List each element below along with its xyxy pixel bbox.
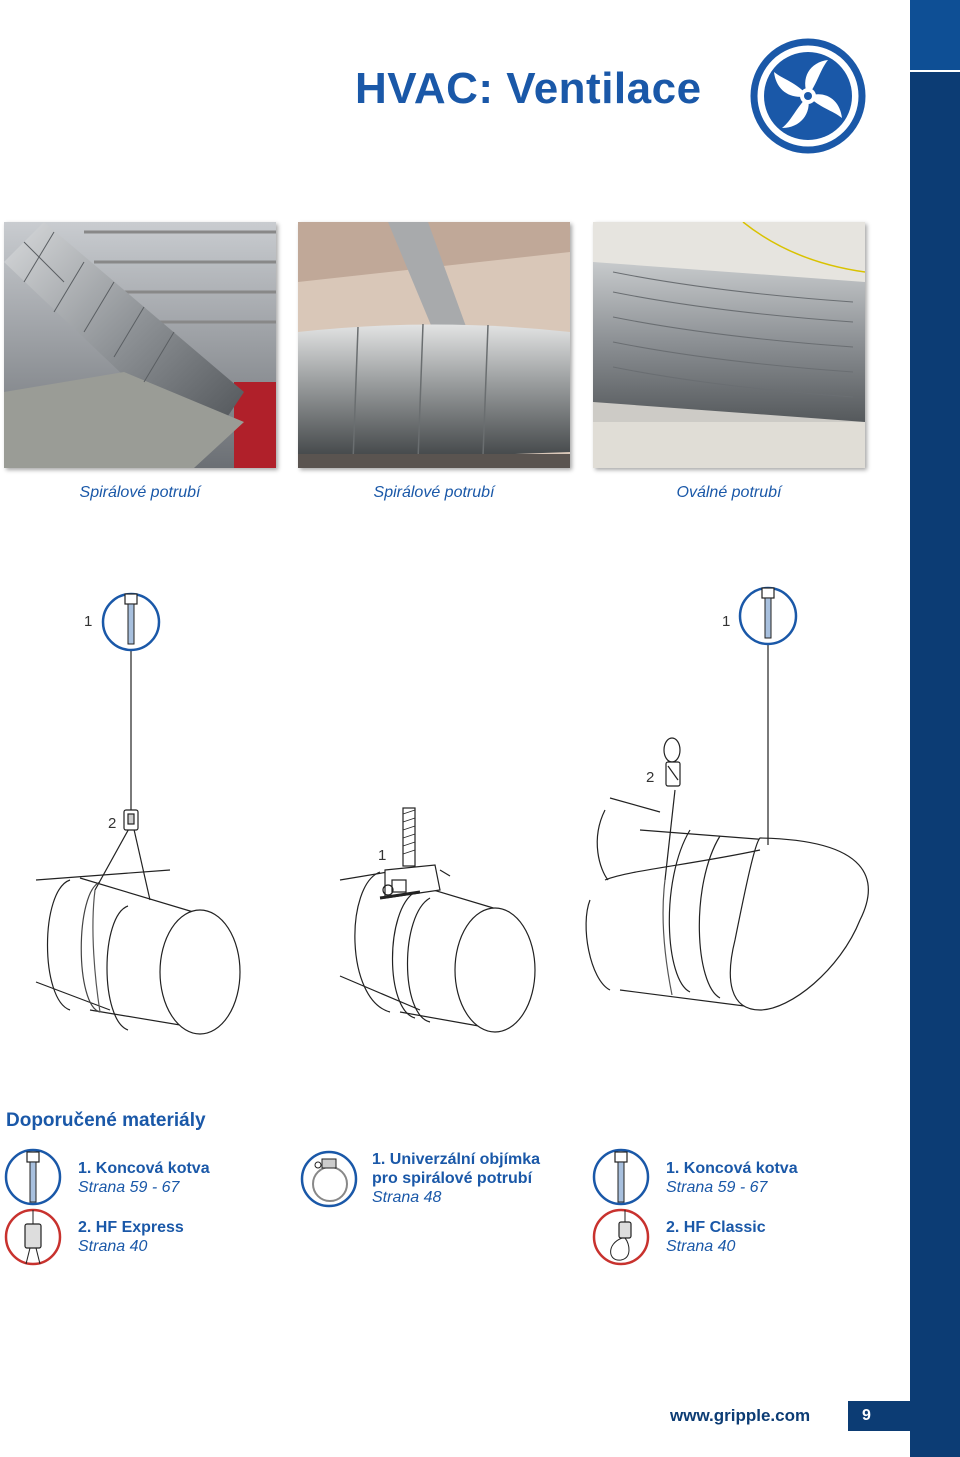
material-item: 2. HF Express Strana 40 [78,1218,184,1256]
end-anchor-icon [592,1148,650,1206]
photo-caption: Spirálové potrubí [79,484,201,501]
hf-express-icon [4,1208,62,1266]
material-title: 1. Univerzální objímka [372,1151,541,1168]
installation-diagrams: 1 2 1 1 2 [35,586,869,1035]
round-duct-center-diagram [339,807,536,1033]
photo-caption: Spirálové potrubí [373,484,495,501]
photo-spiral-duct-2 [298,222,570,468]
materials-heading: Doporučené materiály [6,1110,206,1131]
material-page: Strana 59 - 67 [666,1179,768,1196]
material-page: Strana 40 [78,1238,148,1255]
hf-classic-icon [592,1208,650,1266]
material-title: 2. HF Classic [666,1219,766,1236]
material-page: Strana 40 [666,1238,736,1255]
diagram-label: 1 [84,613,92,630]
photo-oval-duct [593,222,865,468]
round-duct-left-diagram [35,640,241,1035]
clamp-icon [300,1150,358,1208]
end-anchor-icon [101,592,161,652]
hf-classic-fitting [663,737,681,787]
material-title: 1. Koncová kotva [666,1160,798,1177]
photo-caption: Oválné potrubí [676,484,782,501]
material-title: 2. HF Express [78,1219,184,1236]
material-item: 1. Koncová kotva Strana 59 - 67 [666,1159,798,1197]
material-item: 2. HF Classic Strana 40 [666,1218,766,1256]
material-item: 1. Univerzální objímka pro spirálové pot… [372,1150,540,1207]
material-title: 1. Koncová kotva [78,1160,210,1177]
page-title: HVAC: Ventilace [355,64,702,113]
page-number: 9 [848,1401,912,1431]
material-page: Strana 48 [372,1189,442,1206]
diagram-label: 1 [722,613,730,630]
diagram-label: 2 [646,769,654,786]
diagram-label: 1 [378,847,386,864]
material-page: Strana 59 - 67 [78,1179,180,1196]
fan-icon [750,38,866,154]
side-bar-tab [910,0,960,72]
diagram-label: 2 [108,815,116,832]
side-bar [910,0,960,1457]
material-title-line2: pro spirálové potrubí [372,1170,533,1187]
material-item: 1. Koncová kotva Strana 59 - 67 [78,1159,210,1197]
website-link[interactable]: www.gripple.com [670,1406,811,1425]
photo-spiral-duct-1 [4,222,276,468]
end-anchor-icon [4,1148,62,1206]
hf-express-fitting [123,809,139,831]
oval-duct-diagram [585,640,869,1011]
end-anchor-icon [738,586,798,646]
